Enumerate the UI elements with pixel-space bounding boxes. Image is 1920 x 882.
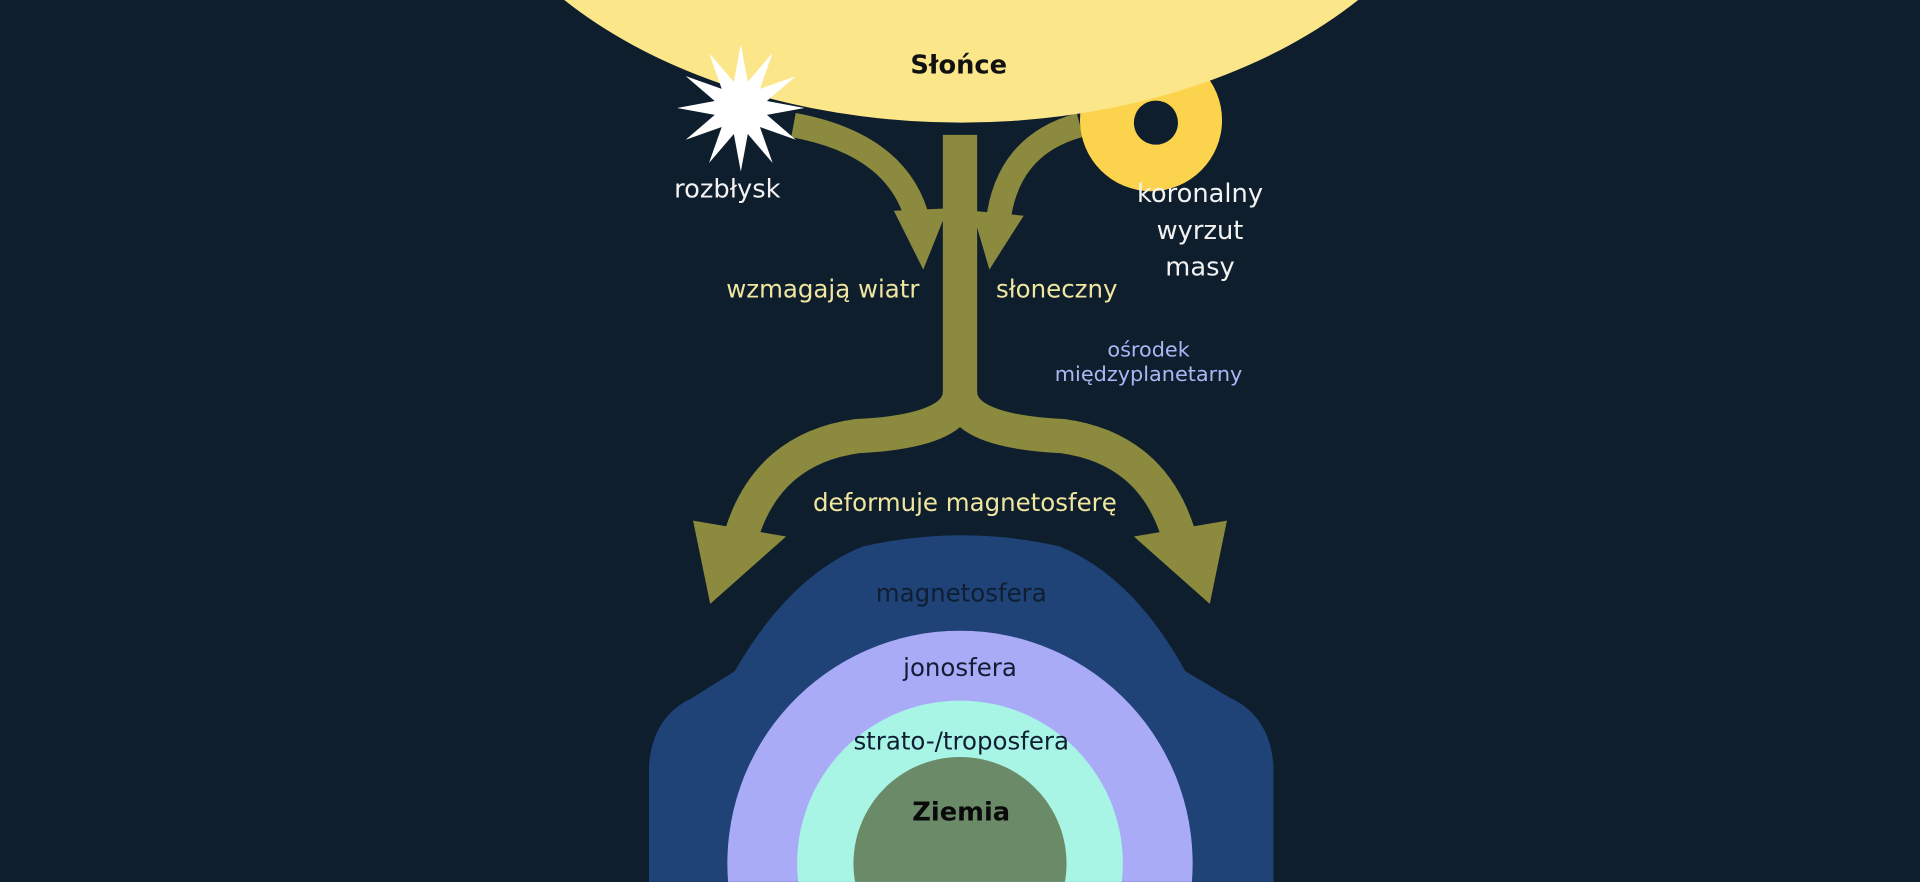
solar-wind-arrow [693,113,1227,604]
flare-label: rozbłysk [674,174,780,204]
cme-label-line-2: wyrzut [1157,216,1244,246]
sun-label: Słońce [910,51,1007,81]
earth-label: Ziemia [912,798,1010,828]
wind-label-right: słoneczny [996,275,1118,304]
flare-star-icon [677,44,805,172]
strato-label: strato-/troposfera [853,727,1069,756]
medium-label-line-1: ośrodek [1107,338,1189,362]
cme-label-line-3: masy [1165,253,1234,283]
medium-label-line-2: międzyplanetarny [1055,362,1243,386]
deform-label: deformuje magnetosferę [813,488,1117,517]
cme-label-line-1: koronalny [1137,179,1263,209]
ionosphere-label: jonosfera [902,653,1017,682]
earth-shape [853,756,1067,882]
wind-label-left: wzmagają wiatr [726,275,920,304]
cme-ring-hole [1133,100,1178,145]
magnetosphere-label: magnetosfera [876,578,1047,607]
